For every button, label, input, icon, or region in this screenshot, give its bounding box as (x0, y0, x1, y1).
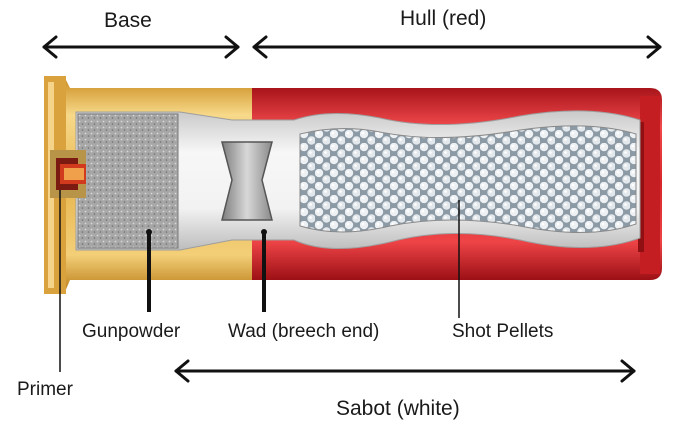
sabot-label: Sabot (white) (336, 397, 460, 420)
gunpowder-label: Gunpowder (82, 321, 181, 342)
primer (50, 150, 86, 198)
shell-cross-section (44, 76, 662, 294)
base-arrow (42, 35, 240, 59)
hull-arrow (252, 35, 662, 59)
wad-cup (221, 141, 273, 221)
primer-label: Primer (17, 379, 73, 400)
shot-pellets-label: Shot Pellets (452, 321, 554, 342)
hull-crimp (640, 96, 660, 274)
base-label: Base (104, 9, 152, 32)
gunpowder-charge (78, 114, 178, 248)
shot-pellets (299, 125, 637, 234)
sabot-arrow (174, 359, 636, 383)
wad-label: Wad (breech end) (228, 321, 380, 342)
hull-label: Hull (red) (400, 7, 487, 30)
